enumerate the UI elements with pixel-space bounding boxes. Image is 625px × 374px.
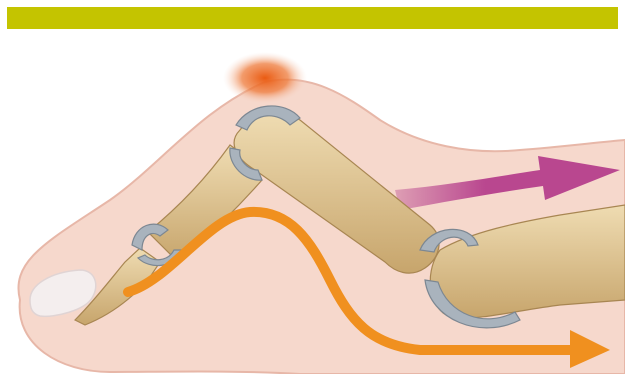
- pressure-point: [223, 52, 307, 104]
